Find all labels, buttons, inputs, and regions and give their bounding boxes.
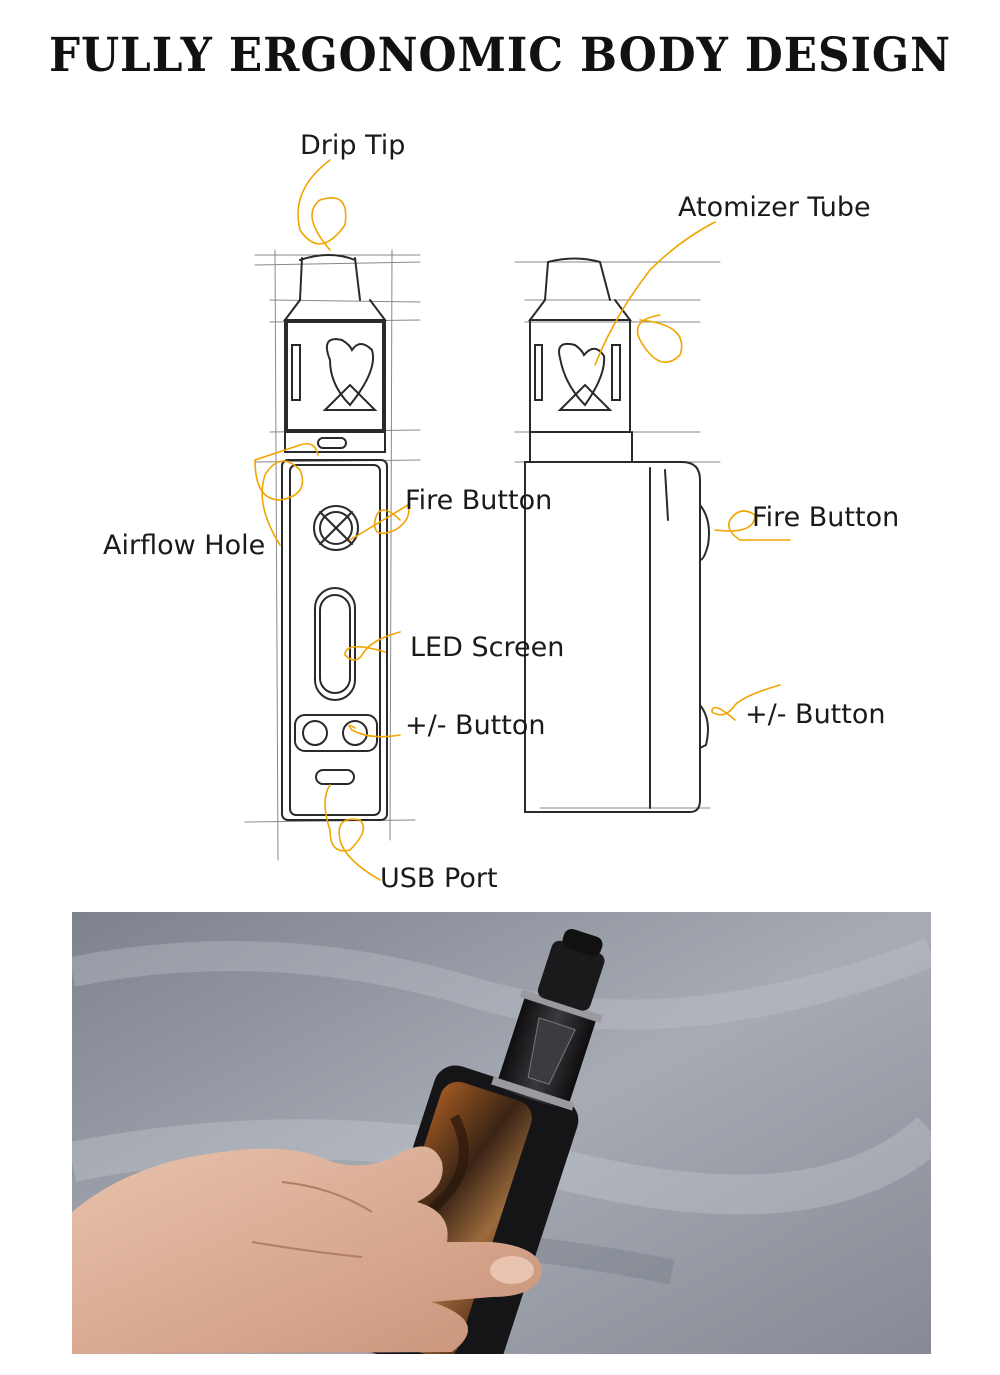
front-fire-button-sketch <box>313 505 359 551</box>
label-drip-tip: Drip Tip <box>300 130 406 161</box>
device-tank <box>491 928 605 1111</box>
front-plus-button-sketch <box>342 720 368 746</box>
front-minus-button-sketch <box>302 720 328 746</box>
front-drip-tip-outline <box>299 254 361 301</box>
callout-fire-button-side <box>714 510 791 541</box>
label-plus-minus-front: +/- Button <box>405 710 546 741</box>
product-photo-illustration <box>72 912 931 1354</box>
device-sketch-diagram <box>244 159 791 881</box>
label-airflow-hole: Airflow Hole <box>103 530 266 561</box>
label-plus-minus-side: +/- Button <box>745 699 886 730</box>
side-plus-minus-sketch <box>699 704 709 749</box>
label-usb-port: USB Port <box>380 863 498 894</box>
callout-drip-tip <box>297 159 347 251</box>
page-title: FULLY ERGONOMIC BODY DESIGN <box>49 28 951 83</box>
label-atomizer-tube: Atomizer Tube <box>678 192 871 223</box>
front-usb-port-sketch <box>315 769 355 785</box>
callout-plus-minus-front <box>348 724 401 738</box>
front-heart-window <box>326 338 374 407</box>
callout-airflow-hole <box>254 442 319 546</box>
label-led-screen: LED Screen <box>410 632 565 663</box>
callout-led-screen <box>344 631 401 661</box>
callout-usb-port <box>324 784 381 881</box>
label-fire-button-side: Fire Button <box>752 502 900 533</box>
callout-plus-minus-side <box>711 684 781 721</box>
front-led-screen-sketch <box>314 587 356 701</box>
product-photo <box>72 912 931 1354</box>
side-heart-window <box>558 342 606 407</box>
side-fire-button-sketch <box>699 504 710 561</box>
callout-fire-button-front <box>349 503 410 541</box>
callout-atomizer-tube <box>594 221 716 366</box>
label-fire-button-front: Fire Button <box>405 485 553 516</box>
